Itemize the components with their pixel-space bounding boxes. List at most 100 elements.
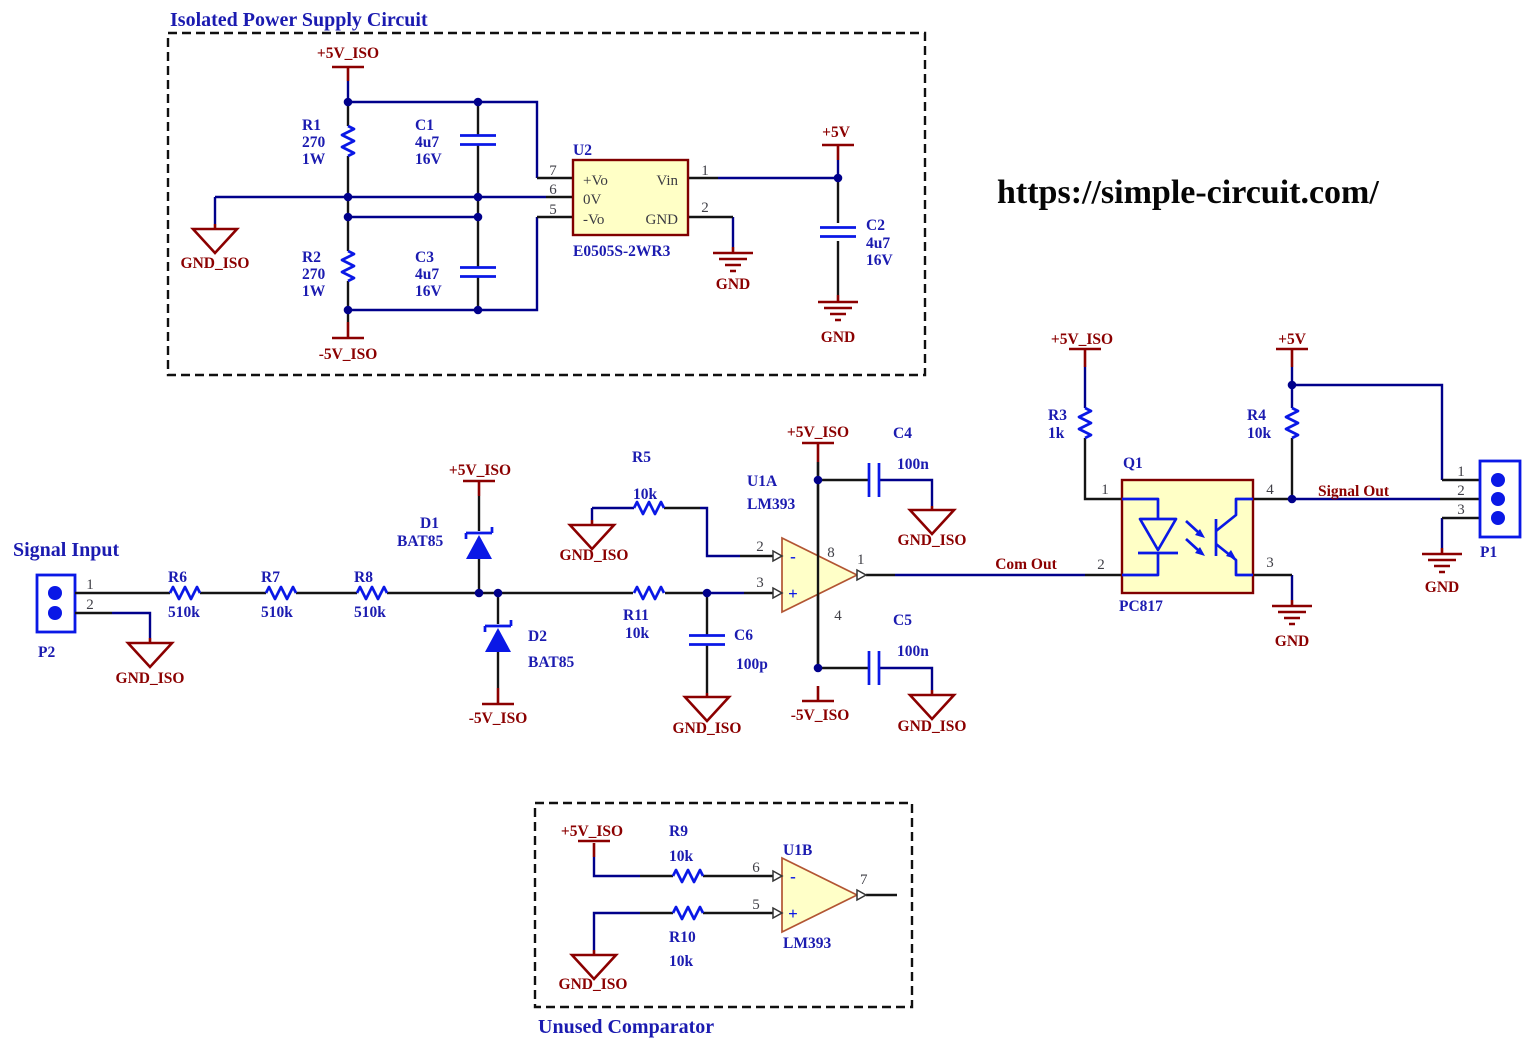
- power-stems: [213, 67, 840, 337]
- u1a-ref: U1A: [747, 473, 778, 490]
- u1a-pin-number: 8: [827, 545, 835, 561]
- c2-value: 4u7: [866, 235, 890, 252]
- q1-led-wiring: [1122, 497, 1160, 577]
- capacitor-c3: [458, 266, 498, 278]
- p1-ref: P1: [1480, 544, 1497, 561]
- dcdc-converter-u2-body: [571, 158, 690, 237]
- c6-ref: C6: [734, 627, 753, 644]
- capacitor-c6: [687, 634, 727, 646]
- u1a-input-arrow: [772, 550, 783, 562]
- q1-pin-number: 2: [1097, 557, 1105, 573]
- u2-pin-number: 7: [549, 163, 557, 179]
- r7-value: 510k: [261, 604, 293, 621]
- c4-ref: C4: [893, 425, 912, 442]
- r1-value: 270: [302, 134, 326, 151]
- net-label: +5V_ISO: [317, 45, 379, 62]
- resistor-r5: [632, 500, 666, 516]
- u1b-inverting-sign: -: [790, 867, 796, 886]
- u2-pin-name: GND: [646, 212, 679, 228]
- net-label-signal-out: Signal Out: [1318, 483, 1390, 500]
- wires-black: [640, 874, 897, 915]
- net-label: GND_ISO: [560, 547, 629, 564]
- u1a-noninverting-sign: +: [788, 584, 798, 603]
- c3-value: 4u7: [415, 266, 439, 283]
- u2-ref: U2: [573, 142, 592, 159]
- u1a-pin-number: 3: [756, 575, 764, 591]
- p1-pin2-contact: [1491, 492, 1505, 506]
- net-label: -5V_ISO: [319, 346, 378, 363]
- u2-pin-name: +Vo: [583, 173, 608, 189]
- r10-value: 10k: [669, 953, 694, 970]
- wires-black: [346, 102, 840, 322]
- gnd-symbol: [816, 300, 860, 322]
- resistor-r9: [671, 868, 705, 884]
- c5-ref: C5: [893, 612, 912, 629]
- capacitor-c1: [458, 134, 498, 146]
- u2-part-number: E0505S-2WR3: [573, 243, 671, 260]
- u1a-pin-number: 1: [857, 552, 865, 568]
- capacitor-c5: [867, 649, 881, 687]
- c5-value: 100n: [897, 643, 929, 660]
- resistor-r2: [340, 249, 356, 283]
- wires-black: [75, 462, 1122, 693]
- gnd-iso-symbol: [126, 641, 174, 669]
- resistor-r3: [1077, 406, 1093, 440]
- u1a-pin-number: 2: [756, 539, 764, 555]
- net-label: GND: [1275, 633, 1309, 650]
- p1-pin1-contact: [1491, 473, 1505, 487]
- r9-ref: R9: [669, 823, 688, 840]
- net-label-com-out: Com Out: [995, 556, 1057, 573]
- connector-p2-body: [35, 573, 77, 634]
- p1-pin-number: 1: [1457, 464, 1465, 480]
- q1-pin-number: 3: [1266, 555, 1274, 571]
- u2-pin-name: -Vo: [583, 212, 604, 228]
- c2-ref: C2: [866, 217, 885, 234]
- resistor-r8: [355, 585, 389, 601]
- net-label: GND_ISO: [181, 255, 250, 272]
- d2-ref: D2: [528, 628, 547, 645]
- q1-emitter-arrowhead: [1226, 550, 1236, 559]
- resistor-r6: [168, 585, 202, 601]
- r2-value: 270: [302, 266, 326, 283]
- r3-value: 1k: [1048, 425, 1065, 442]
- diode-d2: [483, 618, 513, 654]
- section-title: Unused Comparator: [538, 1016, 714, 1038]
- u1a-pin-number: 4: [834, 608, 842, 624]
- gnd-symbol: [1420, 552, 1464, 574]
- q1-light-arrowhead: [1195, 529, 1205, 538]
- signal-input-title: Signal Input: [13, 539, 120, 561]
- u1a-input-arrow: [772, 587, 783, 599]
- u1a-output-arrow: [856, 569, 867, 581]
- q1-led-triangle: [1138, 517, 1178, 552]
- net-label: +5V_ISO: [1051, 331, 1113, 348]
- q1-ref: Q1: [1123, 455, 1143, 472]
- p1-pin-number: 2: [1457, 483, 1465, 499]
- net-label: GND: [1425, 579, 1459, 596]
- net-label: GND_ISO: [559, 976, 628, 993]
- resistor-r10: [671, 905, 705, 921]
- r6-value: 510k: [168, 604, 200, 621]
- wires-blue: [112, 478, 1085, 690]
- u2-pin-name: 0V: [583, 192, 602, 208]
- c1-ref: C1: [415, 117, 434, 134]
- r1-ref: R1: [302, 117, 321, 134]
- c6-value: 100p: [736, 656, 768, 673]
- u1a-inverting-sign: -: [790, 547, 796, 566]
- u1b-input-arrow: [772, 907, 783, 919]
- net-label: +5V_ISO: [561, 823, 623, 840]
- r11-value: 10k: [625, 625, 650, 642]
- net-label: GND: [716, 276, 750, 293]
- c2-voltage: 16V: [866, 252, 894, 269]
- resistor-r7: [264, 585, 298, 601]
- net-label: +5V_ISO: [787, 424, 849, 441]
- r10-ref: R10: [669, 929, 696, 946]
- u1b-part: LM393: [783, 935, 831, 952]
- u1b-pin-number: 6: [752, 860, 760, 876]
- net-label: +5V: [822, 124, 851, 141]
- net-label: GND_ISO: [673, 720, 742, 737]
- watermark-url: https://simple-circuit.com/: [997, 174, 1379, 211]
- gnd-symbol: [1270, 604, 1314, 626]
- c1-voltage: 16V: [415, 151, 443, 168]
- gnd-iso-symbol: [908, 693, 956, 721]
